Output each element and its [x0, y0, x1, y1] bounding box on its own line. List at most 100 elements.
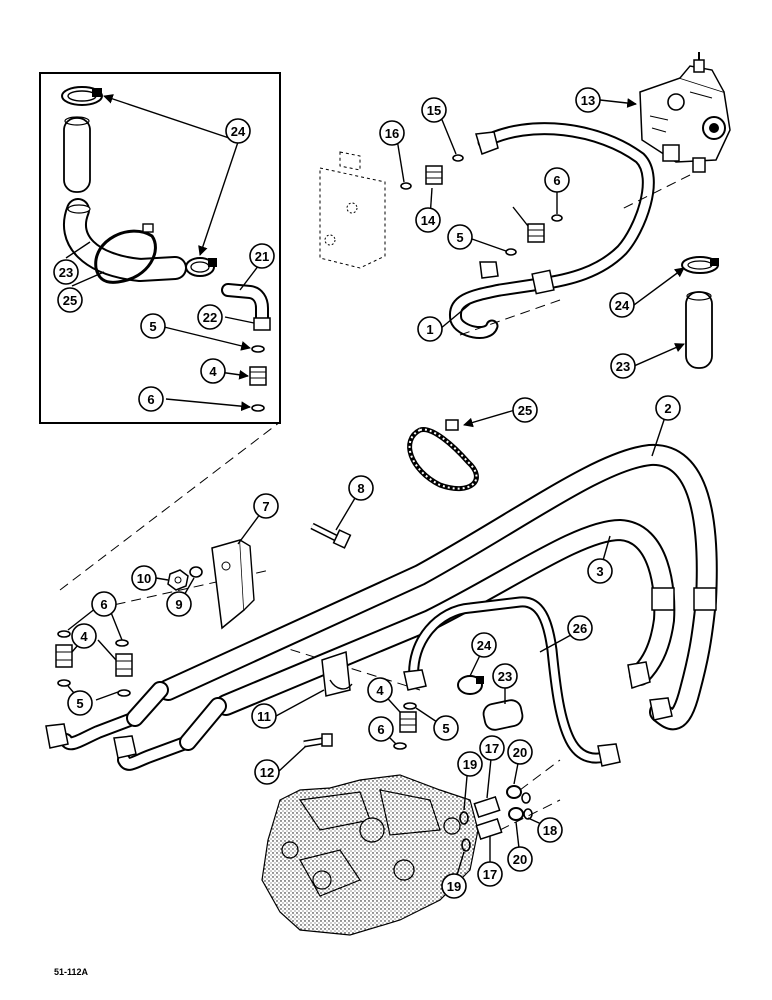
o-ring-5-left-a: [57, 679, 71, 687]
callout-label: 24: [615, 298, 630, 313]
inset-bent-hose: [63, 198, 187, 282]
callout-circle: [441, 873, 467, 899]
callout-6: 6: [368, 716, 394, 742]
nut-20-upper: [506, 785, 522, 799]
callout-label: 25: [63, 293, 77, 308]
o-ring-5-mid: [403, 702, 417, 710]
steering-tube-1: [448, 122, 655, 340]
dash-line-left-top: [59, 421, 281, 591]
leader-23-inset: [65, 241, 91, 259]
callout-circle: [567, 615, 593, 641]
callout-20: 20: [507, 846, 533, 872]
callout-circle: [253, 493, 279, 519]
callout-label: 7: [262, 499, 269, 514]
callout-10: 10: [131, 565, 157, 591]
callout-label: 25: [518, 403, 532, 418]
hose-clamp-24-mid: [457, 675, 484, 695]
hose-3: [215, 519, 676, 716]
leader-6-inset: [165, 398, 251, 412]
callout-label: 23: [59, 265, 73, 280]
callout-circle: [507, 846, 533, 872]
callout-label: 14: [421, 213, 436, 228]
callout-label: 5: [149, 319, 156, 334]
bolt-8: [310, 522, 352, 549]
callout-label: 12: [260, 765, 274, 780]
leader-5-inset: [159, 325, 251, 351]
callout-circle: [479, 735, 505, 761]
callout-circle: [610, 353, 636, 379]
callout-circle: [379, 120, 405, 146]
leader-10: [155, 577, 169, 581]
hose-clamp-24-upper: [681, 256, 719, 274]
callouts: 1234445555666678910111213141516171718191…: [53, 87, 681, 899]
o-ring-5-upper: [505, 248, 517, 256]
callout-6: 6: [544, 167, 570, 193]
callout-circle: [251, 703, 277, 729]
callout-label: 9: [175, 597, 182, 612]
leader-5-upper: [471, 238, 507, 252]
callout-7: 7: [253, 493, 279, 519]
callout-circle: [138, 386, 164, 412]
callout-9: 9: [166, 591, 192, 617]
leader-13: [599, 98, 637, 108]
dash-line-pump: [519, 759, 561, 791]
nut-10: [167, 569, 189, 591]
callout-circle: [575, 87, 601, 113]
callout-circle: [587, 558, 613, 584]
callout-17: 17: [477, 861, 503, 887]
callout-19: 19: [457, 751, 483, 777]
callout-label: 20: [513, 852, 527, 867]
callout-label: 24: [477, 638, 492, 653]
tube-end-left-2: [113, 735, 195, 771]
callout-12: 12: [254, 759, 280, 785]
callout-circle: [140, 313, 166, 339]
callout-circle: [433, 715, 459, 741]
callout-circle: [471, 632, 497, 658]
bolt-12: [303, 733, 333, 748]
cable-tie-25: [407, 419, 479, 492]
callout-4: 4: [367, 677, 393, 703]
inset-o-ring-5: [251, 345, 265, 353]
dash-line-pump2: [499, 799, 561, 831]
callout-14: 14: [415, 207, 441, 233]
adapter-4-left-a: [55, 644, 73, 668]
callout-circle: [368, 716, 394, 742]
o-ring-6-left-a: [57, 630, 71, 638]
callout-circle: [457, 751, 483, 777]
adapter-4-left-b: [115, 653, 133, 677]
inset-cable-tie: [94, 223, 157, 284]
o-ring-6-upper: [551, 214, 563, 222]
callout-11: 11: [251, 703, 277, 729]
callout-26: 26: [567, 615, 593, 641]
callout-circle: [421, 97, 447, 123]
callout-label: 4: [80, 629, 88, 644]
callout-5: 5: [67, 690, 93, 716]
inset-hose-sleeve: [63, 116, 91, 193]
leader-4-upper: [512, 206, 529, 227]
callout-circle: [477, 861, 503, 887]
callout-label: 11: [257, 709, 271, 724]
callout-circle: [655, 395, 681, 421]
tube-end-left-1: [45, 711, 142, 751]
steering-control-unit: [639, 52, 731, 173]
callout-4: 4: [200, 358, 226, 384]
callout-22: 22: [197, 304, 223, 330]
callout-label: 23: [616, 359, 630, 374]
callout-circle: [367, 677, 393, 703]
callout-label: 19: [463, 757, 477, 772]
callout-25: 25: [57, 287, 83, 313]
callout-circle: [53, 259, 79, 285]
callout-label: 2: [664, 401, 671, 416]
callout-circle: [492, 663, 518, 689]
dash-line-upper: [459, 299, 561, 336]
hose-2: [157, 443, 718, 731]
adapter-4-mid: [399, 711, 417, 733]
callout-circle: [348, 475, 374, 501]
adapter-17-lower: [475, 817, 503, 841]
callout-label: 22: [203, 310, 217, 325]
o-ring-19-upper: [459, 811, 469, 825]
callout-3: 3: [587, 558, 613, 584]
adapter-17-upper: [473, 795, 501, 819]
callout-label: 5: [442, 721, 449, 736]
